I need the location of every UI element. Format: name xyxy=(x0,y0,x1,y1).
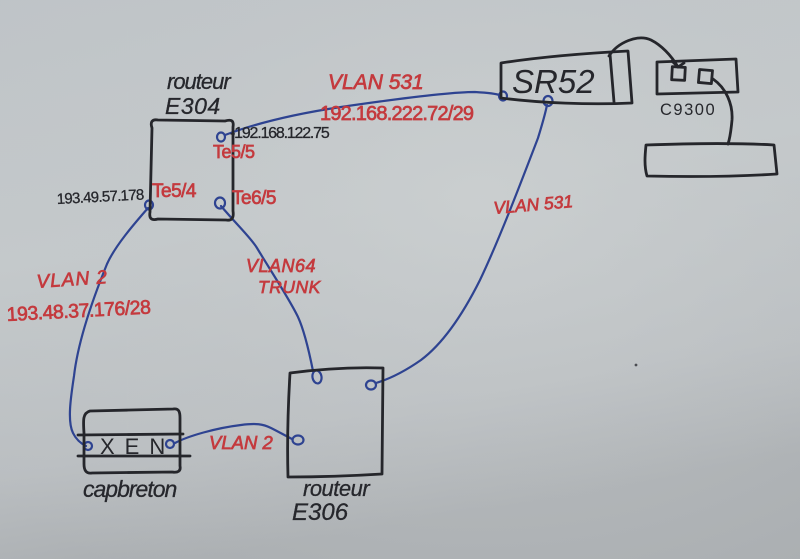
svg-text:VLAN 531: VLAN 531 xyxy=(328,71,424,94)
svg-text:TRUNK: TRUNK xyxy=(258,277,322,297)
svg-text:capbreton: capbreton xyxy=(83,476,177,502)
svg-text:Te6/5: Te6/5 xyxy=(232,188,276,209)
svg-text:E306: E306 xyxy=(292,499,349,526)
svg-text:XEN: XEN xyxy=(100,434,175,459)
svg-text:routeur: routeur xyxy=(167,69,232,94)
svg-text:SR52: SR52 xyxy=(512,63,595,100)
svg-text:192.168.222.72/29: 192.168.222.72/29 xyxy=(320,103,474,125)
svg-text:C9300: C9300 xyxy=(660,101,716,119)
svg-text:VLAN 2: VLAN 2 xyxy=(209,432,273,453)
svg-text:-192.168.122.75: -192.168.122.75 xyxy=(230,125,330,142)
svg-text:Te5/4: Te5/4 xyxy=(152,181,197,202)
svg-text:VLAN 2: VLAN 2 xyxy=(36,267,109,293)
svg-text:E304: E304 xyxy=(165,93,221,119)
svg-text:VLAN64: VLAN64 xyxy=(246,256,316,276)
svg-text:Te5/5: Te5/5 xyxy=(213,142,255,162)
svg-text:193.49.57.178: 193.49.57.178 xyxy=(56,186,144,208)
svg-text:routeur: routeur xyxy=(303,476,371,501)
